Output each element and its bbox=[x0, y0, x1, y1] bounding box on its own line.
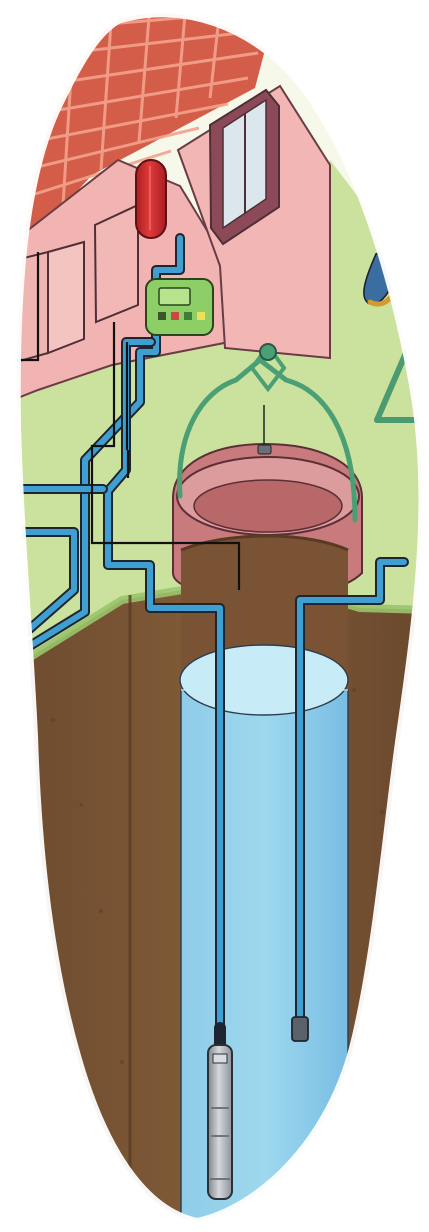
controller-screen bbox=[159, 288, 190, 305]
controller-button-1 bbox=[158, 312, 166, 320]
well-opening-inner bbox=[194, 480, 342, 532]
water-column bbox=[181, 690, 348, 1232]
arch-top-knob bbox=[260, 344, 276, 360]
level-sensor bbox=[292, 1017, 308, 1041]
wall-panel-mid bbox=[48, 242, 84, 353]
water-surface bbox=[180, 645, 348, 715]
arch-weight bbox=[258, 445, 271, 454]
controller-button-3 bbox=[184, 312, 192, 320]
submersible-pump bbox=[208, 1045, 232, 1199]
controller-button-4 bbox=[197, 312, 205, 320]
wall-column bbox=[95, 205, 138, 322]
controller-button-2 bbox=[171, 312, 179, 320]
pump-label-plate bbox=[213, 1054, 227, 1063]
